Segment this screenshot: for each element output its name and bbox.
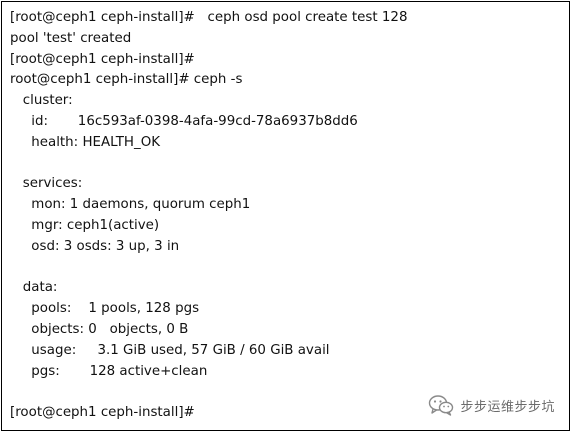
watermark-text: 步步运维步步坑: [460, 399, 555, 415]
terminal-line: pool 'test' created: [10, 31, 132, 46]
terminal-line: [root@ceph1 ceph-install]#: [10, 405, 195, 420]
terminal-line: pgs: 128 active+clean: [10, 364, 208, 379]
terminal-line: usage: 3.1 GiB used, 57 GiB / 60 GiB ava…: [10, 343, 330, 358]
terminal-line: mon: 1 daemons, quorum ceph1: [10, 197, 251, 212]
terminal-line: objects: 0 objects, 0 B: [10, 322, 189, 337]
terminal-line: osd: 3 osds: 3 up, 3 in: [10, 239, 180, 254]
terminal-line: cluster:: [10, 93, 73, 108]
terminal-line: mgr: ceph1(active): [10, 218, 160, 233]
terminal-line: health: HEALTH_OK: [10, 135, 161, 150]
terminal-line: services:: [10, 176, 83, 191]
terminal-line: root@ceph1 ceph-install]# ceph -s: [10, 72, 243, 87]
terminal-line: pools: 1 pools, 128 pgs: [10, 301, 200, 316]
wechat-icon: [429, 395, 454, 416]
terminal-line: [root@ceph1 ceph-install]# ceph osd pool…: [10, 10, 408, 25]
terminal-line: id: 16c593af-0398-4afa-99cd-78a6937b8dd6: [10, 114, 358, 129]
terminal-line: [root@ceph1 ceph-install]#: [10, 52, 195, 67]
watermark: 步步运维步步坑: [428, 394, 555, 416]
terminal-line: data:: [10, 280, 58, 295]
